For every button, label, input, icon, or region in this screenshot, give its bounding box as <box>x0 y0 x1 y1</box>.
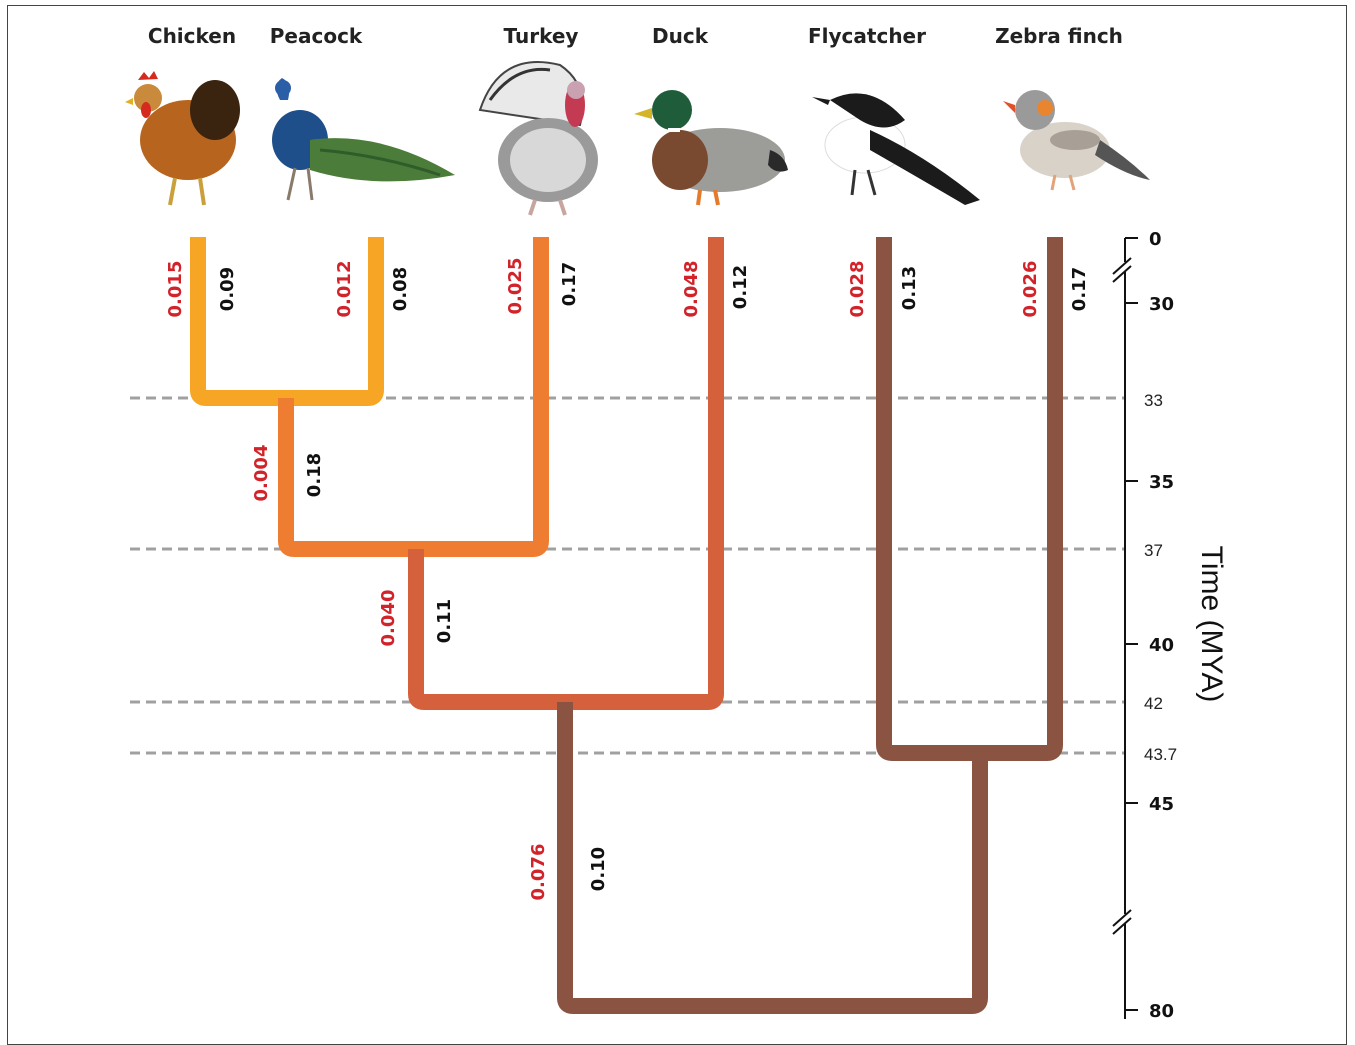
distance-label-chicken: 0.09 <box>217 267 238 311</box>
distance-label-galliformes: 0.11 <box>434 599 455 643</box>
duck-image <box>634 90 788 205</box>
time-axis <box>1113 238 1138 1019</box>
flycatcher-image <box>812 93 980 205</box>
species-name-chicken: Chicken <box>148 24 236 48</box>
species-name-peacock: Peacock <box>270 24 363 48</box>
peacock-image <box>272 78 455 200</box>
phylogenetic-tree: Chicken Peacock Turkey Duck Flycatcher Z… <box>0 0 1355 1019</box>
chicken-image <box>125 71 240 205</box>
species-name-duck: Duck <box>652 24 709 48</box>
tick-label-40: 40 <box>1149 635 1174 656</box>
tick-label-43-7: 43.7 <box>1144 745 1177 764</box>
rate-label-galloanserae: 0.076 <box>528 844 549 901</box>
rate-label-chicken: 0.015 <box>165 261 186 318</box>
tick-label-45: 45 <box>1149 794 1174 815</box>
distance-label-chicken-peacock: 0.18 <box>304 453 325 497</box>
distance-label-duck: 0.12 <box>730 265 751 309</box>
tick-label-0: 0 <box>1149 229 1162 250</box>
distance-label-zebra-finch: 0.17 <box>1069 267 1090 311</box>
distance-label-flycatcher: 0.13 <box>899 266 920 310</box>
distance-label-peacock: 0.08 <box>390 267 411 311</box>
axis-break-top <box>1113 258 1134 282</box>
tick-label-42: 42 <box>1144 694 1163 713</box>
rate-label-duck: 0.048 <box>681 261 702 318</box>
rate-label-turkey: 0.025 <box>505 258 526 315</box>
distance-label-turkey: 0.17 <box>559 262 580 306</box>
rate-label-zebra-finch: 0.026 <box>1020 261 1041 318</box>
species-name-zebra-finch: Zebra finch <box>995 24 1123 48</box>
species-name-turkey: Turkey <box>504 24 579 48</box>
tick-label-35: 35 <box>1149 472 1174 493</box>
axis-break-bottom <box>1113 910 1134 934</box>
tick-label-80: 80 <box>1149 1001 1174 1019</box>
species-name-flycatcher: Flycatcher <box>808 24 926 48</box>
axis-title: Time (MYA) <box>1195 546 1228 703</box>
turkey-image <box>480 62 598 215</box>
rate-label-galliformes: 0.040 <box>378 590 399 647</box>
zebra-finch-image <box>1003 90 1150 190</box>
distance-label-galloanserae: 0.10 <box>588 847 609 891</box>
tick-label-37: 37 <box>1144 541 1163 560</box>
tick-label-30: 30 <box>1149 294 1174 315</box>
rate-label-flycatcher: 0.028 <box>847 261 868 318</box>
tick-label-33: 33 <box>1144 391 1163 410</box>
rate-label-peacock: 0.012 <box>334 261 355 318</box>
rate-label-chicken-peacock: 0.004 <box>251 445 272 502</box>
